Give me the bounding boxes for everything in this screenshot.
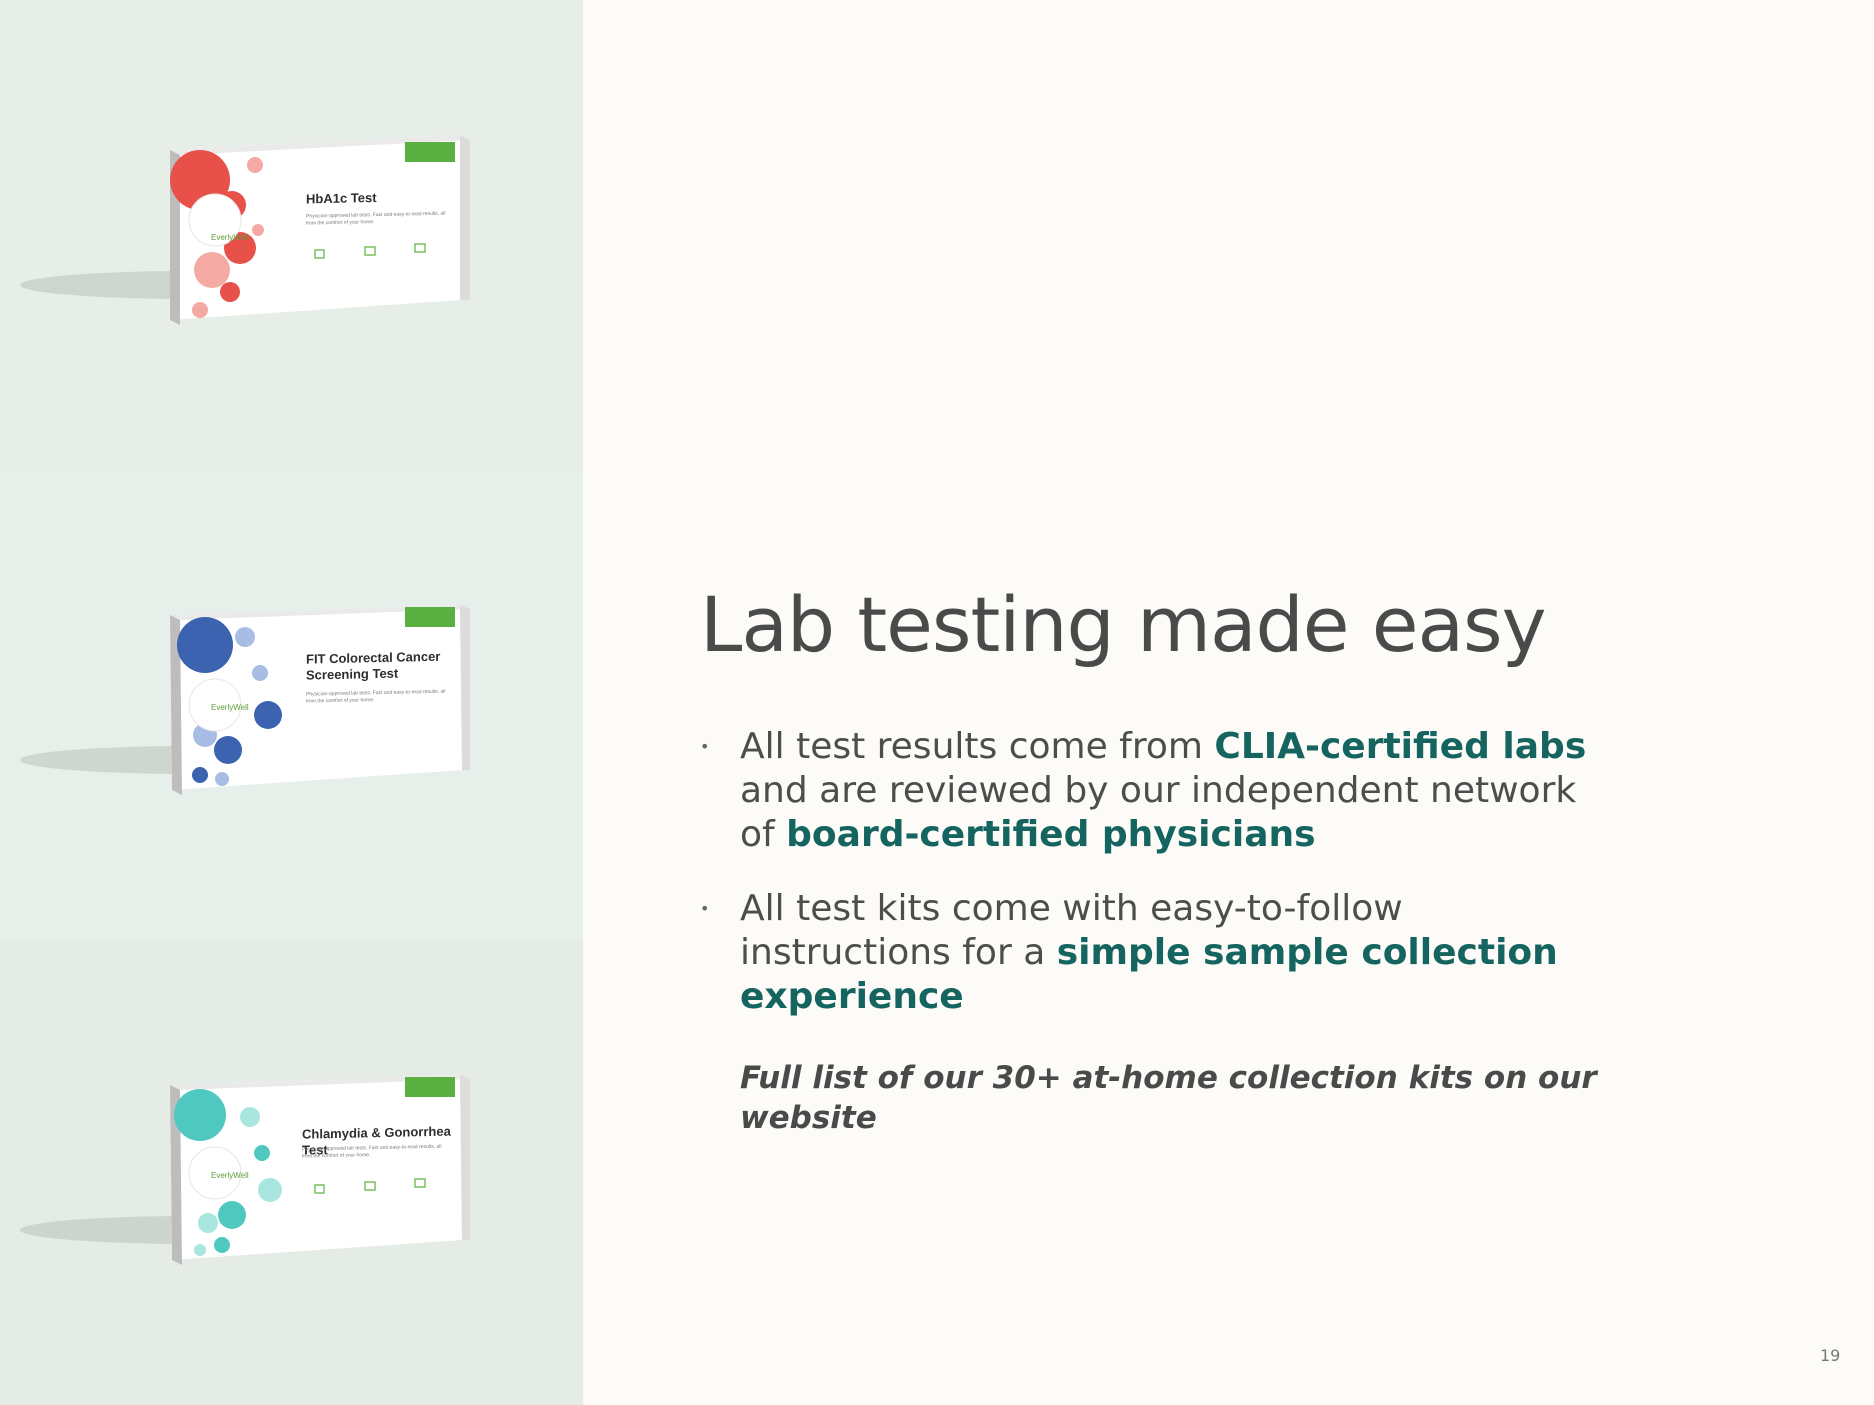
- kit-name: FIT Colorectal Cancer Screening Test: [306, 648, 441, 683]
- test-kit-box: EverlyWell FIT Colorectal Cancer Screeni…: [0, 595, 583, 895]
- bullet-text-part: All test results come from: [740, 726, 1215, 767]
- bullet-text-part: All test kits come with easy-to-follow i…: [740, 888, 1403, 973]
- bullet-marker: •: [700, 899, 710, 918]
- kit-box-graphic: [20, 605, 470, 795]
- kit-name: HbA1c Test: [306, 189, 377, 207]
- bullet-text: All test kits come with easy-to-follow i…: [740, 888, 1558, 1017]
- brand-logo: EverlyWell: [211, 233, 249, 242]
- highlighted-text: CLIA-certified labs: [1214, 726, 1587, 767]
- slide-title: Lab testing made easy: [700, 580, 1547, 669]
- bullet-text: All test results come from CLIA-certifie…: [740, 726, 1586, 855]
- bullet-item: • All test kits come with easy-to-follow…: [700, 887, 1620, 1019]
- test-kit-box: EverlyWell Chlamydia & Gonorrhea Test Ph…: [0, 1065, 583, 1365]
- bullet-list: • All test results come from CLIA-certif…: [700, 725, 1620, 1049]
- bullet-item: • All test results come from CLIA-certif…: [700, 725, 1620, 857]
- bullet-text-part: and are reviewed by our independent netw…: [740, 770, 1577, 855]
- brand-logo: EverlyWell: [211, 1171, 249, 1180]
- brand-logo: EverlyWell: [211, 703, 249, 712]
- highlighted-text: simple sample collection experience: [740, 932, 1558, 1017]
- kit-box-graphic: [20, 135, 470, 325]
- highlighted-text: board-certified physicians: [786, 814, 1316, 855]
- page-number: 19: [1820, 1346, 1841, 1365]
- test-kit-box: EverlyWell HbA1c Test Physician-approved…: [0, 120, 583, 420]
- product-image-panel: EverlyWell HbA1c Test Physician-approved…: [0, 0, 583, 1405]
- website-note: Full list of our 30+ at-home collection …: [740, 1060, 1597, 1136]
- kit-box-graphic: [20, 1075, 470, 1265]
- bullet-marker: •: [700, 737, 710, 756]
